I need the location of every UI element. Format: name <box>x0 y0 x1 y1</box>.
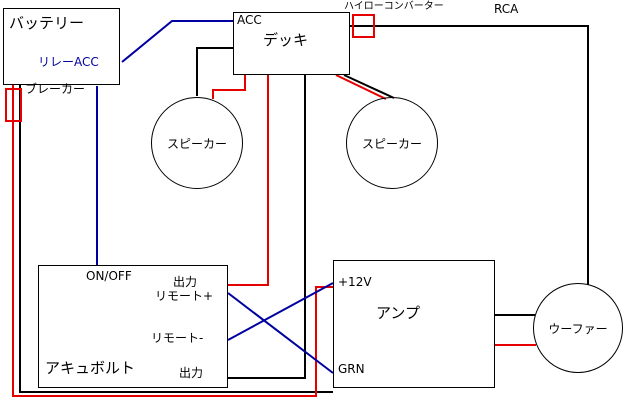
wire-deck-to-left-speaker-red <box>212 75 246 99</box>
battery-box: バッテリー リレーACC <box>3 8 120 85</box>
wire-main-power <box>12 85 333 397</box>
accuvolt-onoff-label: ON/OFF <box>86 269 132 283</box>
deck-acc-label: ACC <box>237 13 262 27</box>
wire-deck-acc-to-relay <box>121 20 233 63</box>
battery-label: バッテリー <box>9 14 85 32</box>
hilow-converter-box <box>352 14 375 38</box>
accuvolt-output-top-label: 出力 <box>173 275 198 289</box>
amp-box: +12V アンプ GRN <box>333 260 495 388</box>
amp-label: アンプ <box>376 304 420 322</box>
woofer-label: ウーファー <box>548 321 608 336</box>
amp-grn-label: GRN <box>338 362 365 376</box>
wire-deck-to-right-speaker-black <box>343 74 395 99</box>
amp-12v-label: +12V <box>338 275 372 289</box>
breaker-label: ブレーカー <box>25 82 86 96</box>
accuvolt-remote-minus-label: リモート- <box>151 331 204 345</box>
wire-deck-to-left-speaker-black <box>196 47 233 96</box>
wire-deck-to-right-speaker-red <box>335 74 387 100</box>
wire-rca-run <box>350 25 589 285</box>
wire-remote-plus <box>227 292 334 374</box>
woofer-circle: ウーファー <box>533 283 623 373</box>
wire-accuvolt-output-top-to-deck <box>228 75 269 286</box>
accuvolt-label: アキュボルト <box>45 359 136 377</box>
speaker-left-circle: スピーカー <box>151 97 243 189</box>
wire-accuvolt-output-bottom-to-deck <box>228 75 306 379</box>
hilow-converter-label: ハイローコンバーター <box>344 1 444 12</box>
speaker-left-label: スピーカー <box>166 136 227 151</box>
speaker-right-circle: スピーカー <box>346 97 438 189</box>
deck-label: デッキ <box>263 31 309 49</box>
wire-battery-ground <box>19 85 333 393</box>
speaker-right-label: スピーカー <box>361 136 422 151</box>
accuvolt-remote-plus-label: リモート+ <box>155 289 214 303</box>
wire-remote-minus <box>227 282 334 341</box>
breaker-box <box>5 88 22 122</box>
accuvolt-output-bottom-label: 出力 <box>179 366 204 380</box>
relay-acc-label: リレーACC <box>38 55 99 69</box>
deck-box: ACC デッキ <box>233 12 350 75</box>
rca-label: RCA <box>494 2 519 16</box>
accuvolt-box: ON/OFF 出力 リモート+ リモート- アキュボルト 出力 <box>38 265 228 388</box>
